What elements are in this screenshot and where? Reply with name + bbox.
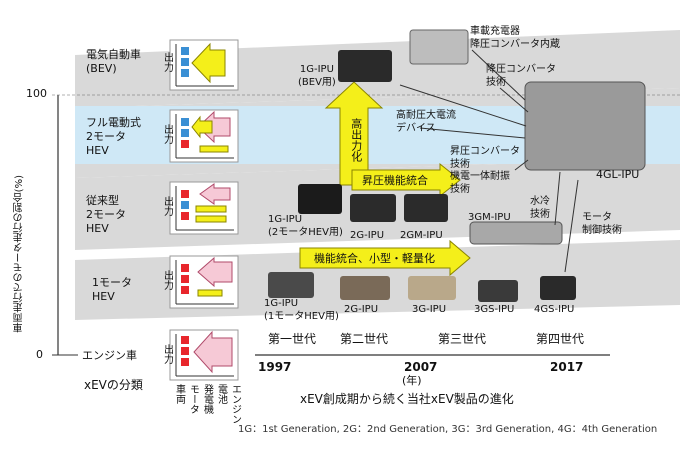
integration-arrow	[299, 239, 471, 277]
label-4gl-ipu: 4GL-IPU	[596, 168, 640, 181]
year-2007: 2007	[404, 360, 438, 374]
label-dcdc: 降圧コンバータ 技術	[486, 64, 556, 88]
category-bev: 電気自動車 (BEV)	[86, 48, 141, 75]
category-full-hev: フル電動式 2モータ HEV	[86, 116, 141, 157]
component-vehicle: 車両	[173, 384, 185, 404]
footnote: 1G：1st Generation, 2G：2nd Generation, 3G…	[238, 424, 658, 435]
output-label-full-hev: 出力	[161, 124, 173, 144]
label-3gs-ipu: 3GS-IPU	[474, 304, 515, 315]
year-2017: 2017	[550, 360, 584, 374]
category-engine: エンジン車	[82, 349, 137, 362]
label-1g-ipu-bev: 1G-IPU (BEV用)	[298, 64, 336, 88]
boost-integration-label: 昇圧機能統合	[362, 174, 428, 187]
output-panel-2motor-hev	[169, 181, 239, 235]
product-4gs-ipu	[540, 276, 576, 300]
label-3gm-ipu: 3GM-IPU	[468, 212, 511, 223]
classification-label: xEVの分類	[84, 378, 143, 392]
product-2g-ipu-b	[340, 276, 390, 300]
product-images	[268, 29, 646, 302]
label-hv-device: 高耐圧大電流 デバイス	[396, 110, 456, 134]
boost-integration-arrow	[351, 162, 461, 198]
product-1g-ipu-bev	[338, 50, 392, 82]
output-label-2motor-hev: 出力	[161, 196, 173, 216]
component-battery: 電池	[215, 384, 227, 404]
high-output-label: 高出力化	[349, 118, 363, 162]
component-motor: モータ	[187, 384, 199, 414]
generation-2: 第二世代	[340, 332, 389, 346]
label-water: 水冷 技術	[530, 196, 550, 220]
output-panel-bev	[169, 39, 239, 91]
generation-4: 第四世代	[536, 332, 585, 346]
output-label-engine: 出力	[161, 344, 173, 364]
product-1g-ipu-2motor	[298, 184, 342, 214]
label-1g-ipu-2motor: 1G-IPU (2モータHEV用)	[268, 214, 343, 238]
year-unit: (年)	[402, 374, 422, 387]
label-1g-ipu-1motor: 1G-IPU (1モータHEV用)	[264, 298, 339, 322]
product-1g-ipu-1motor	[268, 272, 314, 298]
output-label-bev: 出力	[161, 52, 173, 72]
component-generator: 発電機	[201, 384, 213, 414]
product-charger	[409, 29, 469, 65]
connector-lines	[399, 49, 579, 273]
label-2g-ipu: 2G-IPU	[350, 230, 385, 241]
label-boost: 昇圧コンバータ 技術 機電一体耐振 技術	[450, 146, 520, 195]
product-3g-ipu	[408, 276, 456, 300]
label-motor-ctrl: モータ 制御技術	[582, 212, 622, 236]
output-panel-1motor-hev	[169, 255, 239, 309]
generation-3: 第三世代	[438, 332, 487, 346]
generation-1: 第一世代	[268, 332, 317, 346]
y-tick-100-label: 100	[26, 87, 47, 100]
output-panel-full-hev	[169, 109, 239, 163]
y-axis-label: 車両走行でのモータ走行の割合(%)	[14, 175, 25, 333]
y-tick-0-label: 0	[36, 348, 43, 361]
x-caption: xEV創成期から続く当社xEV製品の進化	[300, 392, 514, 406]
product-3gs-ipu	[478, 280, 518, 302]
product-2g-ipu	[350, 194, 396, 222]
label-2g-ipu-b: 2G-IPU	[344, 304, 379, 315]
output-panel-engine	[169, 329, 239, 381]
product-4gl-ipu	[524, 81, 646, 171]
category-1motor-hev: 1モータ HEV	[92, 276, 132, 303]
label-3g-ipu: 3G-IPU	[412, 304, 447, 315]
product-2gm-ipu	[404, 194, 448, 222]
category-2motor-hev: 従来型 2モータ HEV	[86, 194, 126, 235]
output-label-1motor-hev: 出力	[161, 270, 173, 290]
component-engine: エンジン	[229, 384, 241, 424]
product-3gm-ipu	[469, 221, 563, 245]
label-charger: 車載充電器 降圧コンバータ内蔵	[470, 26, 560, 50]
integration-label: 機能統合、小型・軽量化	[314, 252, 435, 265]
year-1997: 1997	[258, 360, 292, 374]
label-2gm-ipu: 2GM-IPU	[400, 230, 443, 241]
label-4gs-ipu: 4GS-IPU	[534, 304, 575, 315]
